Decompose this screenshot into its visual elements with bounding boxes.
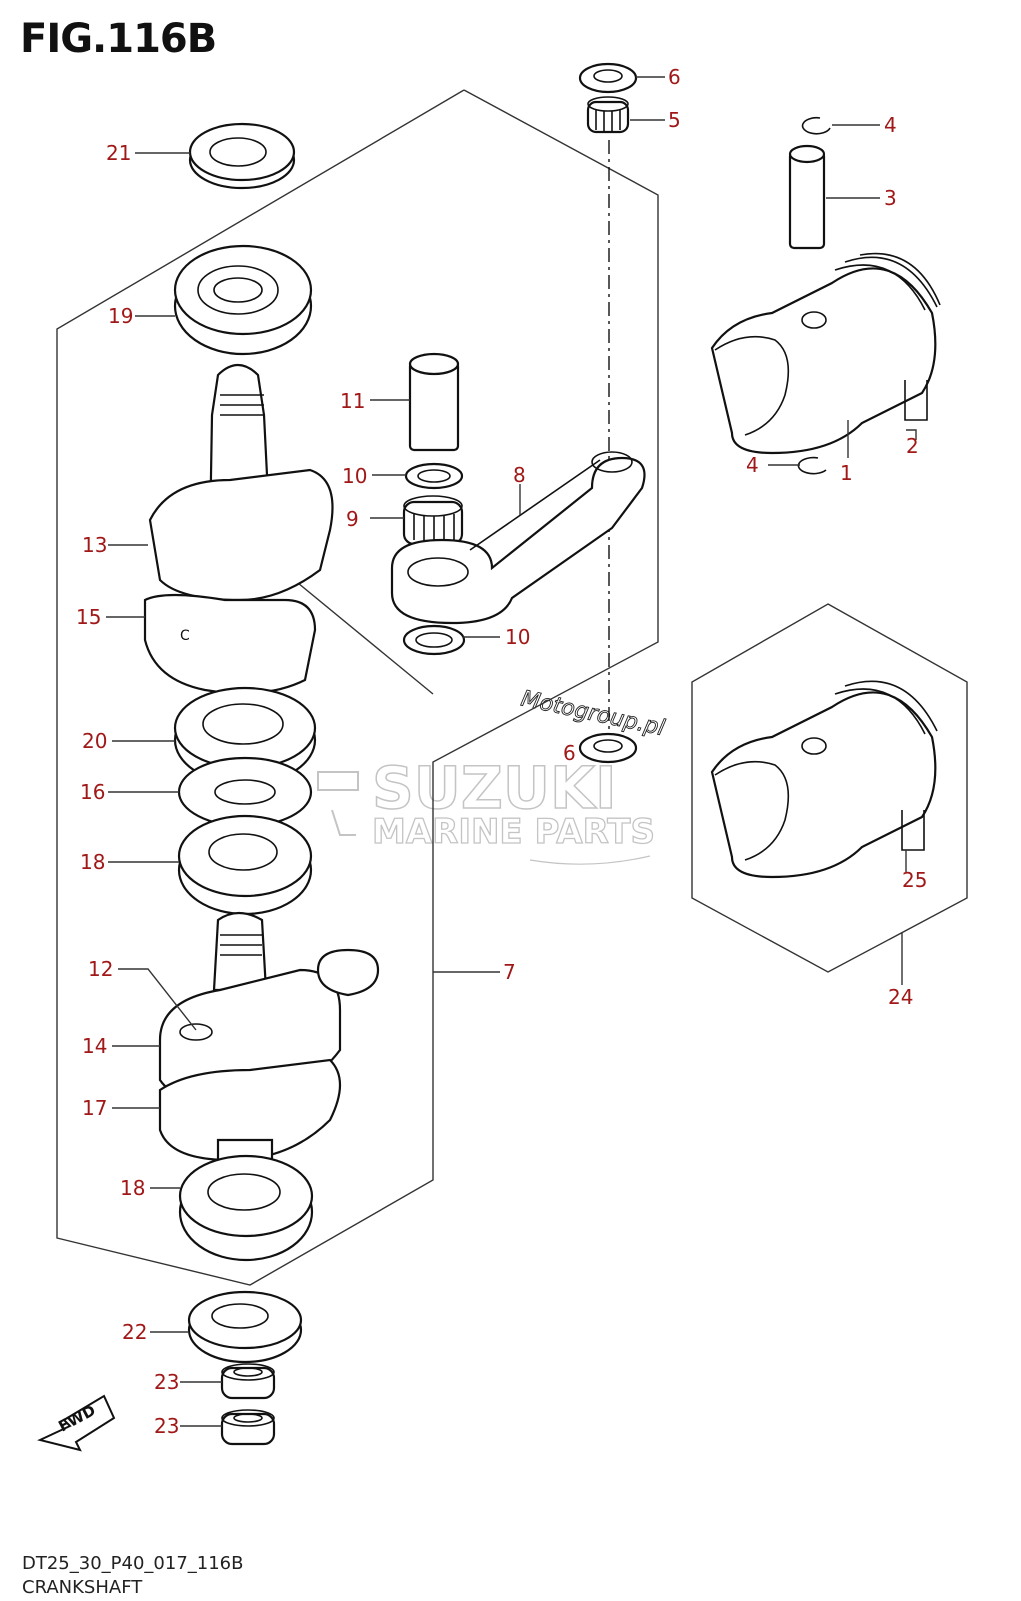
watermark: Motogroup.pl SUZUKI MARINE PARTS (317, 686, 667, 865)
figure-title: FIG.116B (20, 16, 217, 62)
callout-16: 16 (80, 780, 105, 804)
callout-6: 6 (563, 741, 576, 765)
bearing-18-upper (177, 814, 313, 916)
circlip-4-bottom (797, 456, 827, 475)
callout-4: 4 (746, 453, 759, 477)
connecting-rod-8 (390, 451, 646, 625)
washer-10-upper (404, 462, 464, 490)
leader-lines (106, 76, 917, 1427)
callout-2: 2 (906, 434, 919, 458)
assembly-outline-24 (691, 603, 968, 973)
needle-bearing-5 (586, 96, 630, 134)
figure-code: DT25_30_P40_017_116B (22, 1553, 244, 1574)
piston-pin-3 (788, 144, 826, 250)
crank-pin-11 (408, 352, 460, 452)
callout-3: 3 (884, 186, 897, 210)
oil-seal-21 (188, 122, 296, 190)
needle-bearing-9 (402, 495, 464, 546)
washer-10-lower (402, 624, 466, 656)
callout-20: 20 (82, 729, 107, 753)
assembly-outline-7 (56, 89, 659, 1286)
callout-22: 22 (122, 1320, 147, 1344)
callout-9: 9 (346, 507, 359, 531)
callout-8: 8 (513, 463, 526, 487)
callout-18: 18 (120, 1176, 145, 1200)
piston-25 (710, 680, 938, 879)
callout-18: 18 (80, 850, 105, 874)
crank-web-upper: C (143, 363, 334, 695)
washer-6-lower (578, 732, 638, 764)
callout-13: 13 (82, 533, 107, 557)
callout-11: 11 (340, 389, 365, 413)
oil-seal-22 (187, 1290, 303, 1364)
bushing-23-upper (220, 1363, 276, 1400)
callout-19: 19 (108, 304, 133, 328)
bearing-18-lower (178, 1154, 314, 1262)
callout-12: 12 (88, 957, 113, 981)
bushing-23-lower (220, 1409, 276, 1446)
callout-1: 1 (840, 461, 853, 485)
watermark-sub: MARINE PARTS (372, 812, 655, 852)
fwd-arrow-icon: FWD (37, 1394, 116, 1452)
callout-23: 23 (154, 1414, 179, 1438)
callout-24: 24 (888, 985, 913, 1009)
callout-4: 4 (884, 113, 897, 137)
callouts: 1 2 3 4 4 5 6 6 7 8 9 10 10 11 12 13 14 … (76, 65, 927, 1438)
callout-25: 25 (902, 868, 927, 892)
callout-23: 23 (154, 1370, 179, 1394)
callout-10: 10 (505, 625, 530, 649)
crank-web-lower (158, 911, 380, 1172)
callout-6: 6 (668, 65, 681, 89)
callout-21: 21 (106, 141, 131, 165)
washer-6-top (578, 62, 638, 94)
piston-1 (710, 252, 941, 455)
bearing-19 (173, 244, 313, 356)
callout-14: 14 (82, 1034, 107, 1058)
watermark-site: Motogroup.pl (519, 686, 667, 741)
svg-text:C: C (180, 628, 190, 644)
figure-name: CRANKSHAFT (22, 1577, 143, 1598)
watermark-brand: SUZUKI (372, 754, 617, 822)
circlip-4-top (801, 116, 831, 135)
callout-5: 5 (668, 108, 681, 132)
callout-15: 15 (76, 605, 101, 629)
callout-17: 17 (82, 1096, 107, 1120)
callout-7: 7 (503, 960, 516, 984)
callout-10: 10 (342, 464, 367, 488)
